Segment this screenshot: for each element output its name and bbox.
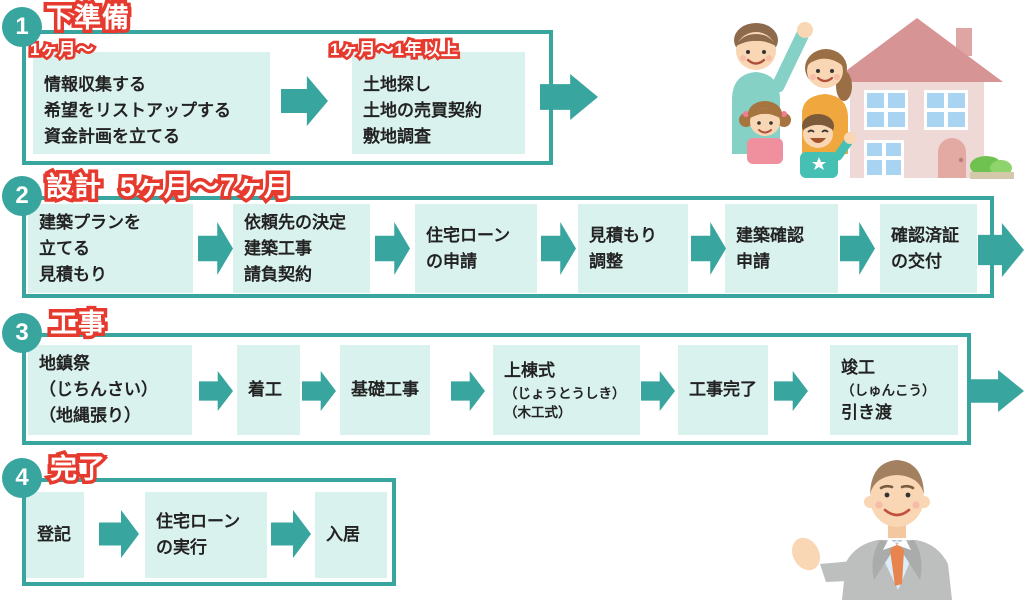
s3-step-5-box: 工事完了 (678, 345, 768, 435)
step-line: 引き渡 (841, 402, 892, 422)
son (800, 114, 856, 178)
s1-step-2-box: 土地探し 土地の売買契約 敷地調査 (352, 52, 525, 154)
house-window (864, 90, 908, 130)
section-2-number-badge: 2 (2, 176, 42, 216)
step-line: 登記 (37, 525, 71, 544)
step-line: 土地の売買契約 (363, 101, 482, 120)
s3-step-1-box: 地鎮祭 （じちんさい） （地縄張り） (28, 345, 192, 435)
house-door (938, 138, 966, 178)
s2-step-5-box: 建築確認 申請 (725, 204, 838, 293)
step-line: 着工 (248, 380, 282, 399)
step-line: 住宅ローン (426, 225, 511, 245)
step-line: の実行 (156, 538, 207, 557)
section-1-number-badge: 1 (2, 7, 42, 47)
section-3-number-badge: 3 (2, 313, 42, 353)
step-line: 竣工 (841, 357, 875, 377)
bush (970, 156, 1014, 179)
s1-step-1-box: 情報収集する 希望をリストアップする 資金計画を立てる (33, 52, 270, 154)
step-line: 建築工事 (244, 238, 312, 258)
father (732, 22, 813, 154)
step-line: 住宅ローン (156, 512, 241, 531)
step-line: （木工式） (504, 405, 572, 420)
door-knob (958, 157, 964, 163)
step-line: 地鎮祭 (39, 354, 90, 373)
agent-collar (897, 538, 911, 550)
section-4-number-badge: 4 (2, 458, 42, 498)
agent-neck (888, 524, 906, 538)
star-icon (812, 157, 826, 170)
step-line: 情報収集する (44, 75, 146, 94)
house-window (924, 90, 968, 130)
s3-step-4-box: 上棟式 （じょうとうしき） （木工式） (493, 345, 640, 435)
section-2-title: 設計 (46, 172, 102, 203)
agent-hair (870, 460, 924, 494)
step-line: 調整 (589, 251, 623, 271)
step-line: 上棟式 (504, 361, 555, 380)
agent-head (870, 469, 924, 527)
step-line: 立てる (39, 238, 90, 258)
step-line: 見積もり (39, 264, 107, 284)
step-line: 請負契約 (244, 264, 312, 284)
s3-step-6-box: 竣工 （しゅんこう） 引き渡 (830, 345, 958, 435)
s1-step-1-time-label: 1ヶ月～ (30, 40, 95, 60)
s2-step-4-box: 見積もり 調整 (578, 204, 688, 293)
step-line: 土地探し (363, 75, 431, 94)
step-line: 申請 (736, 251, 770, 271)
section-3-title: 工事 (50, 309, 106, 340)
s2-step-2-box: 依頼先の決定 建築工事 請負契約 (233, 204, 370, 293)
s1-step-2-time-label: 1ヶ月～1年以上 (330, 40, 459, 60)
agent-smile (883, 508, 911, 517)
step-line: 工事完了 (689, 380, 757, 399)
agent-collar (883, 538, 897, 550)
section-4-border (22, 478, 396, 586)
agent-illustration (792, 460, 952, 600)
step-line: 希望をリストアップする (44, 101, 231, 120)
family-house-illustration (732, 18, 1014, 179)
step-line: 建築確認 (736, 225, 804, 245)
step-line: 資金計画を立てる (44, 127, 180, 146)
s4-step-1-box: 登記 (26, 492, 84, 578)
section-4-title: 完了 (50, 454, 106, 485)
step-line: 建築プランを (39, 212, 141, 232)
house-window (864, 140, 904, 178)
section-2-duration-label: 5ヶ月～7ヶ月 (120, 172, 292, 203)
s3-step-3-box: 基礎工事 (340, 345, 430, 435)
step-line: （じちんさい） (39, 380, 158, 399)
s4-step-2-box: 住宅ローン の実行 (145, 492, 267, 578)
step-line: 基礎工事 (351, 380, 419, 399)
house-roof (831, 18, 1003, 82)
section-1-title: 下準備 (46, 3, 130, 34)
exit-arrow-icon (970, 370, 1024, 412)
step-line: の申請 (426, 251, 477, 271)
step-line: 見積もり (589, 225, 657, 245)
step-line: （じょうとうしき） (504, 386, 626, 401)
s2-step-6-box: 確認済証 の交付 (880, 204, 977, 293)
s4-step-3-box: 入居 (315, 492, 387, 578)
step-line: 依頼先の決定 (244, 212, 346, 232)
agent-tie (890, 543, 904, 586)
step-line: の交付 (891, 251, 942, 271)
s3-step-2-box: 着工 (237, 345, 300, 435)
step-line: 確認済証 (891, 225, 959, 245)
agent-hand (792, 537, 820, 571)
s2-step-3-box: 住宅ローン の申請 (415, 204, 537, 293)
step-line: （しゅんこう） (841, 382, 936, 398)
step-line: （地縄張り） (39, 406, 141, 425)
daughter (739, 101, 791, 164)
step-line: 入居 (326, 525, 360, 544)
section-3-border (22, 333, 971, 445)
step-line: 敷地調査 (363, 127, 431, 146)
s2-step-1-box: 建築プランを 立てる 見積もり (28, 204, 193, 293)
house-chimney (956, 28, 972, 56)
